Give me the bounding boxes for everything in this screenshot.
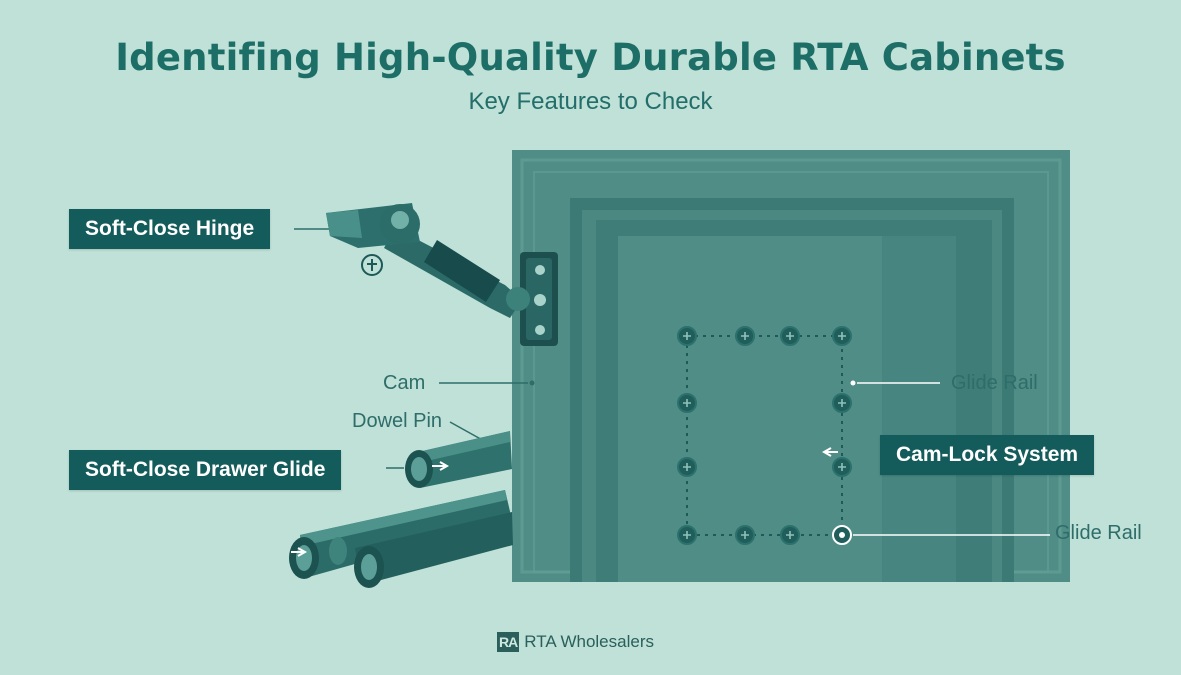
callout-glide-rail-lower: Glide Rail xyxy=(1055,522,1142,544)
cabinet-frame xyxy=(512,150,1070,582)
drawer-glide-illustration xyxy=(289,431,513,588)
brand-name: RTA Wholesalers xyxy=(524,632,654,651)
callout-cam: Cam xyxy=(383,372,426,394)
tag-soft-close-hinge: Soft-Close Hinge xyxy=(69,209,271,249)
callout-dowel-pin: Dowel Pin xyxy=(352,410,443,432)
brand-logo-icon: RA xyxy=(497,632,520,652)
page-title: Identifing High-Quality Durable RTA Cabi… xyxy=(115,36,1066,79)
brand-footer: RA RTA Wholesalers xyxy=(497,631,654,653)
callout-glide-rail-upper: Glide Rail xyxy=(951,372,1038,394)
tag-soft-close-drawer-glide: Soft-Close Drawer Glide xyxy=(69,450,342,490)
cam-lock-grid xyxy=(677,326,852,545)
hinge-illustration xyxy=(326,203,558,346)
tag-cam-lock-system: Cam-Lock System xyxy=(880,435,1095,475)
page-subtitle: Key Features to Check xyxy=(468,88,713,115)
